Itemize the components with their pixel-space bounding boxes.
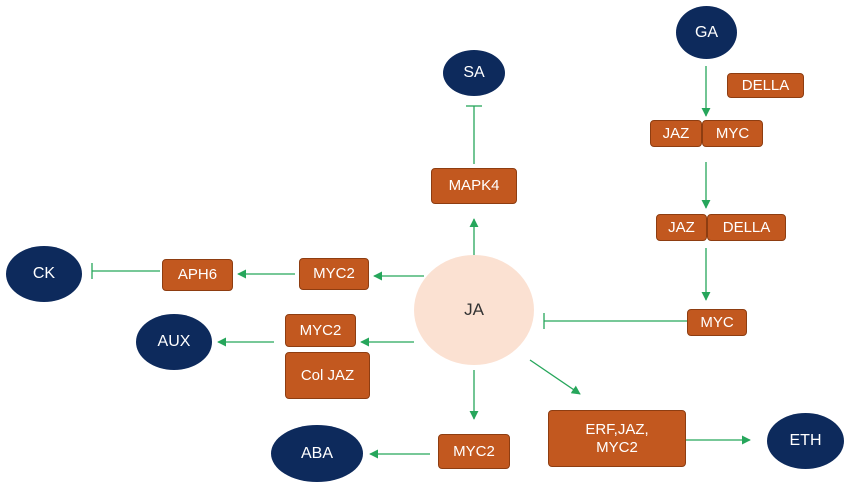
jaz-box-1: JAZ [650,120,702,147]
edge-mapk4-inhibits-sa [466,105,482,164]
erf-jaz-myc2-box: ERF,JAZ, MYC2 [548,410,686,467]
myc2-box-aba: MYC2 [438,434,510,469]
della-box-top: DELLA [727,73,804,98]
eth-node: ETH [767,413,844,469]
ja-node: JA [414,255,534,365]
myc-box-right: MYC [687,309,747,336]
edge-ja-to-erf-jaz-myc2 [529,359,581,395]
della-box-2: DELLA [707,214,786,241]
myc2-box-ck: MYC2 [299,258,369,290]
edge-aph6-inhibits-ck [91,263,160,279]
aba-node: ABA [271,425,363,482]
ga-node: GA [676,6,737,59]
aph6-box: APH6 [162,259,233,291]
myc-box-1: MYC [702,120,763,147]
aux-node: AUX [136,314,212,370]
jaz-box-2: JAZ [656,214,707,241]
edge-myc-inhibits-ja [543,313,687,329]
myc2-box-aux: MYC2 [285,314,356,347]
ck-node: CK [6,246,82,302]
sa-node: SA [443,50,505,96]
mapk4-box: MAPK4 [431,168,517,204]
coljaz-box: Col JAZ [285,352,370,399]
